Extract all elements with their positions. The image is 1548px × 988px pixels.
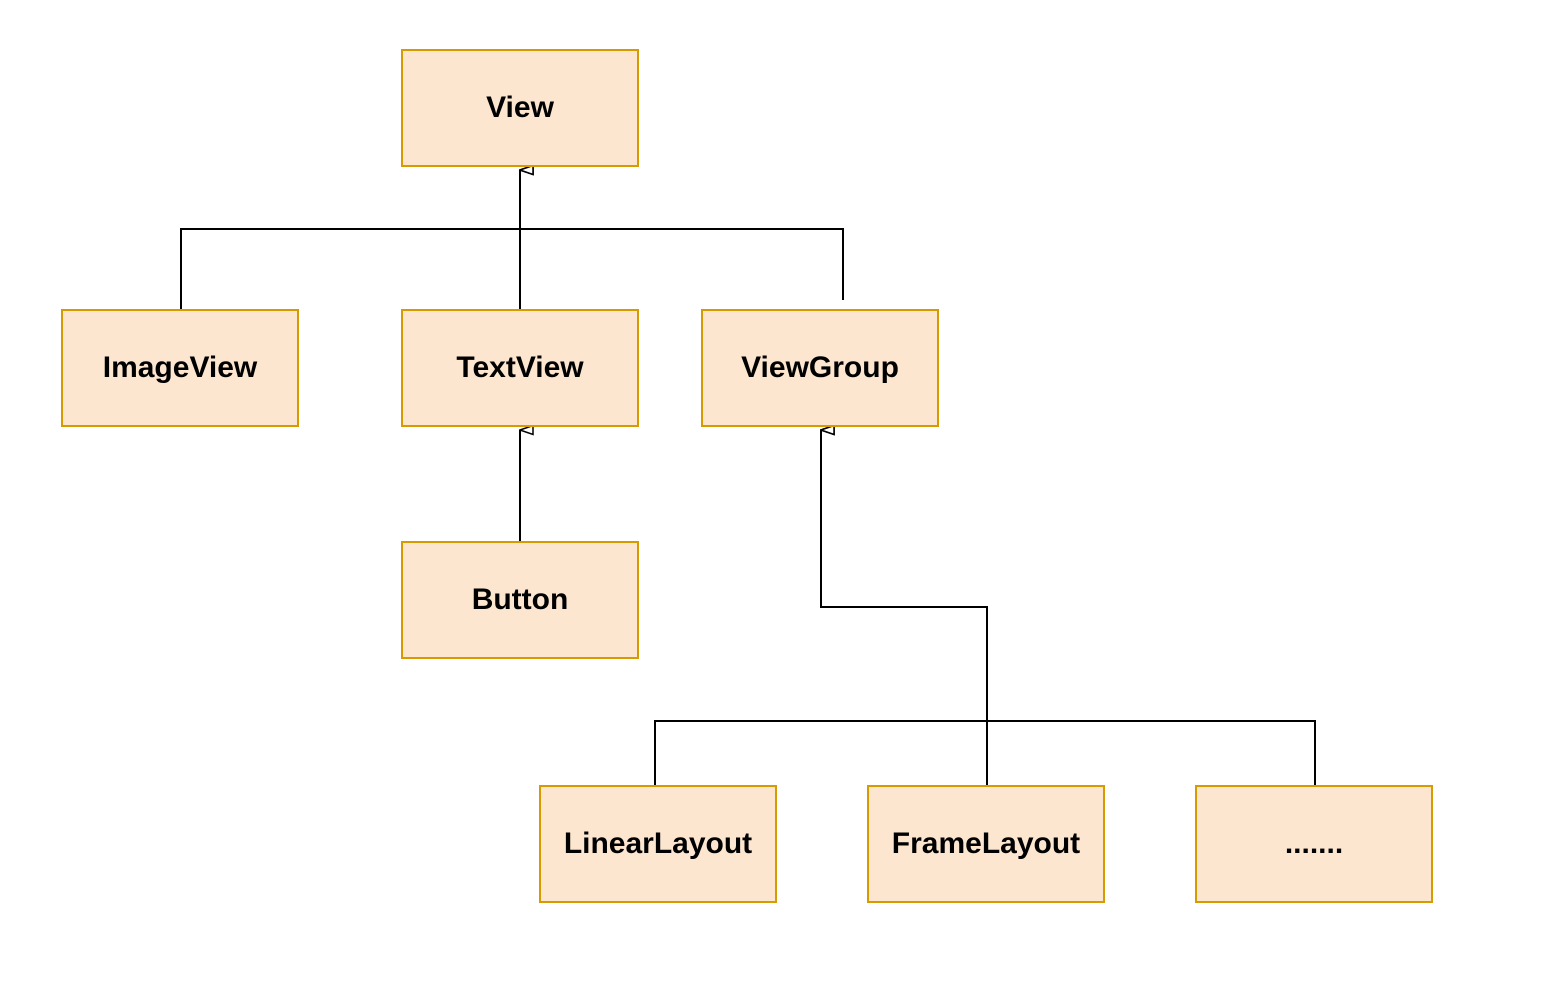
- node-framelayout-label: FrameLayout: [891, 827, 1081, 860]
- edge-more-to-viewgroup: [820, 430, 1316, 785]
- node-viewgroup-label: ViewGroup: [741, 351, 899, 384]
- node-textview: TextView: [401, 309, 639, 427]
- node-more: .......: [1195, 785, 1433, 903]
- edge-imageview-to-view: [180, 170, 520, 309]
- node-framelayout: FrameLayout: [867, 785, 1105, 903]
- node-more-label: .......: [1284, 827, 1344, 860]
- node-view: View: [401, 49, 639, 167]
- node-button: Button: [401, 541, 639, 659]
- node-imageview: ImageView: [61, 309, 299, 427]
- node-viewgroup: ViewGroup: [701, 309, 939, 427]
- node-textview-label: TextView: [456, 351, 584, 384]
- node-imageview-label: ImageView: [102, 351, 258, 384]
- node-button-label: Button: [471, 583, 569, 616]
- node-view-label: View: [486, 91, 554, 124]
- edge-viewgroup-to-view: [519, 170, 844, 300]
- node-linearlayout: LinearLayout: [539, 785, 777, 903]
- node-linearlayout-label: LinearLayout: [563, 827, 753, 860]
